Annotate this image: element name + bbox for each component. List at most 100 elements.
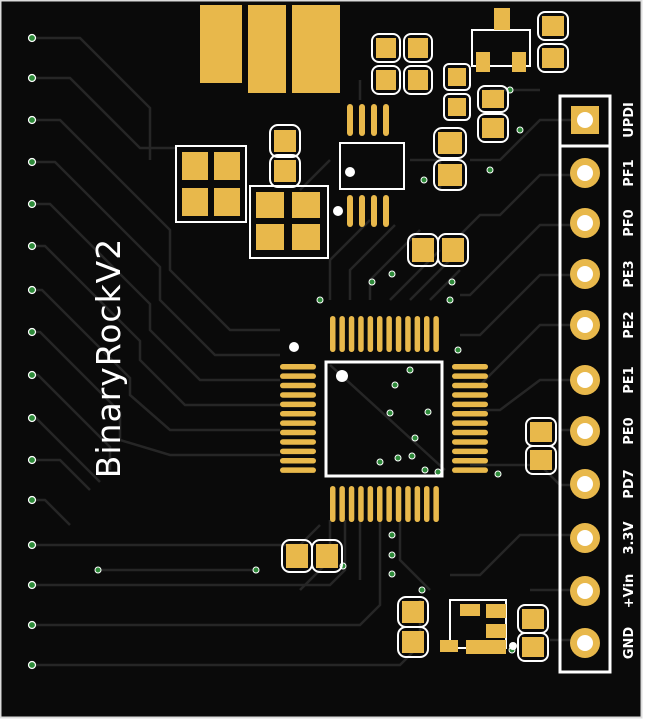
via bbox=[434, 468, 442, 476]
qfp-pin bbox=[280, 401, 316, 408]
via bbox=[391, 381, 399, 389]
qfp-pin bbox=[452, 439, 488, 445]
via bbox=[94, 566, 102, 574]
capacitor bbox=[517, 604, 549, 662]
sot23-transistor bbox=[471, 8, 531, 72]
header-label-pf1: PF1 bbox=[622, 159, 637, 186]
resistor bbox=[269, 124, 301, 188]
header-pad-hole bbox=[577, 635, 593, 651]
qfp-pin bbox=[452, 411, 488, 417]
capacitor bbox=[477, 85, 509, 143]
via bbox=[424, 408, 432, 416]
capacitor bbox=[371, 33, 401, 95]
qfp-pin bbox=[452, 429, 488, 436]
qfp-pin bbox=[339, 486, 345, 522]
via bbox=[27, 660, 37, 670]
qfp-pin bbox=[280, 411, 316, 417]
via bbox=[27, 620, 37, 630]
qfp-pin bbox=[414, 316, 421, 352]
connector-pad bbox=[292, 5, 340, 93]
via bbox=[421, 466, 429, 474]
pin-header bbox=[558, 94, 612, 674]
qfp-pin bbox=[358, 316, 364, 352]
via bbox=[27, 495, 37, 505]
header-pad-hole bbox=[577, 215, 593, 231]
connector-pad bbox=[248, 5, 286, 93]
qfp-pin bbox=[386, 486, 392, 522]
connector-pad bbox=[200, 5, 242, 83]
header-pad-hole bbox=[577, 317, 593, 333]
via bbox=[454, 346, 462, 354]
capacitor bbox=[537, 11, 569, 73]
header-label-pe0: PE0 bbox=[622, 417, 637, 444]
qfp-pin bbox=[339, 316, 345, 352]
header-label-pd7: PD7 bbox=[622, 469, 637, 498]
sot23-regulator bbox=[440, 599, 517, 654]
via bbox=[446, 296, 454, 304]
via bbox=[388, 531, 396, 539]
qfp-pin bbox=[280, 448, 316, 455]
left-edge-vias bbox=[27, 33, 37, 670]
via bbox=[368, 278, 376, 286]
via bbox=[27, 157, 37, 167]
qfp-pin bbox=[280, 392, 316, 398]
via bbox=[420, 176, 428, 184]
qfp-pin bbox=[405, 486, 411, 522]
qfp-pin bbox=[280, 373, 316, 379]
qfp-pin bbox=[424, 486, 430, 522]
soic-chip bbox=[333, 104, 405, 227]
via bbox=[27, 455, 37, 465]
qfp-pin bbox=[280, 439, 316, 445]
via bbox=[411, 434, 419, 442]
qfp-microcontroller bbox=[280, 316, 488, 522]
qfp-pin bbox=[330, 316, 336, 352]
qfp-pin bbox=[452, 448, 488, 455]
via bbox=[27, 285, 37, 295]
qfp-pin bbox=[452, 392, 488, 398]
board-substrate bbox=[0, 0, 642, 718]
passive-components bbox=[269, 8, 569, 662]
via bbox=[386, 409, 394, 417]
qfp-pin bbox=[280, 420, 316, 426]
header-label-vin: +Vin bbox=[622, 574, 637, 608]
header-pad-hole bbox=[577, 423, 593, 439]
qfp-pin bbox=[452, 401, 488, 408]
via bbox=[27, 327, 37, 337]
qfp-pins bbox=[280, 316, 488, 522]
qfp-pin bbox=[452, 458, 488, 464]
qfp-pin bbox=[280, 458, 316, 464]
via bbox=[27, 199, 37, 209]
qfp-pin bbox=[386, 316, 392, 352]
qfp-pin bbox=[348, 316, 355, 352]
via bbox=[388, 570, 396, 578]
qfp-pin bbox=[452, 364, 488, 370]
via bbox=[408, 452, 416, 460]
via bbox=[252, 566, 260, 574]
via bbox=[27, 241, 37, 251]
qfp-pin bbox=[452, 467, 488, 473]
header-labels: UPDI PF1 PF0 PE3 PE2 PE1 PE0 PD7 3.3V +V… bbox=[622, 102, 637, 659]
qfp-pin bbox=[405, 316, 411, 352]
header-pad-hole bbox=[577, 266, 593, 282]
via bbox=[27, 115, 37, 125]
via bbox=[27, 413, 37, 423]
qfp-pin bbox=[377, 486, 383, 522]
qfp-pin bbox=[395, 486, 402, 522]
qfp-pin bbox=[452, 382, 488, 389]
via bbox=[516, 126, 524, 134]
qfp-pin bbox=[358, 486, 364, 522]
capacitor bbox=[525, 417, 557, 475]
capacitor bbox=[281, 539, 343, 573]
qfp-pin bbox=[367, 486, 374, 522]
capacitor bbox=[407, 233, 469, 267]
via bbox=[27, 33, 37, 43]
header-pad-hole bbox=[577, 476, 593, 492]
interior-vias bbox=[94, 86, 524, 654]
via bbox=[376, 458, 384, 466]
via bbox=[486, 166, 494, 174]
via bbox=[448, 278, 456, 286]
qfp-pin bbox=[330, 486, 336, 522]
header-label-pe1: PE1 bbox=[622, 366, 637, 393]
via bbox=[27, 73, 37, 83]
